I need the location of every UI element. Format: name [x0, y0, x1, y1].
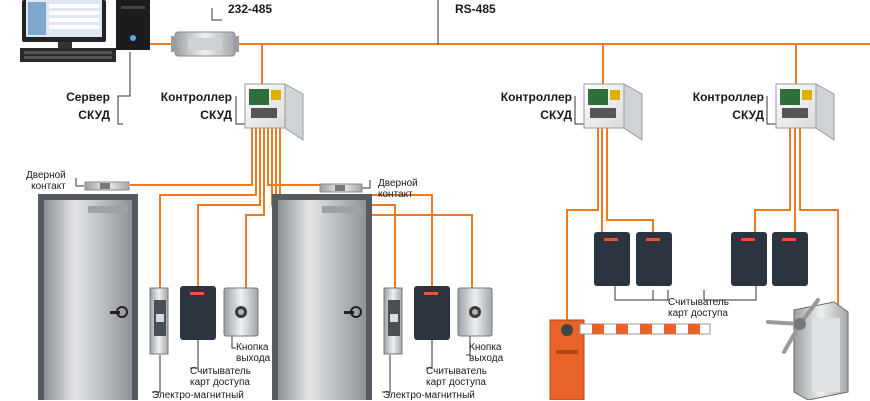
controller-label: Контроллер СКУД	[501, 88, 572, 124]
interface-converter	[171, 31, 239, 57]
card-reader-label-line1: Считыватель	[190, 366, 251, 377]
electromagnetic-lock	[149, 287, 169, 355]
controller-label: Контроллер СКУД	[161, 88, 232, 124]
tripod-turnstile	[766, 298, 849, 400]
door-contact-label-line2: контакт	[31, 181, 66, 192]
door	[38, 194, 138, 400]
controller-label-line2: СКУД	[540, 108, 572, 122]
door-contact-label-line1: Дверной	[378, 178, 418, 189]
exit-button-label-line1: Кнопка	[469, 342, 502, 353]
label-leaders	[75, 0, 776, 393]
server-label: Сервер СКУД	[66, 88, 110, 124]
server-workstation	[20, 0, 150, 62]
exit-button-device	[223, 287, 259, 337]
door-contact-sensor	[84, 181, 130, 191]
door	[272, 194, 372, 400]
card-reader-label: Считыватель карт доступа	[426, 366, 487, 388]
card-reader	[180, 286, 216, 340]
door-contact-label: Дверной контакт	[378, 178, 418, 200]
card-reader-label: Считыватель карт доступа	[668, 297, 729, 319]
lock-label: Электро-магнитный	[383, 390, 475, 401]
card-reader-label: Считыватель карт доступа	[190, 366, 251, 388]
parking-barrier	[549, 319, 711, 400]
controller-label-line1: Контроллер	[500, 90, 572, 104]
exit-button-device	[457, 287, 493, 337]
card-reader-label-line2: карт доступа	[668, 308, 728, 319]
exit-button-label: Кнопка выхода	[236, 342, 270, 364]
controller-box	[775, 83, 835, 141]
card-reader	[636, 232, 672, 286]
door-contact-label-line2: контакт	[378, 189, 413, 200]
controller-box	[244, 83, 304, 141]
server-label-line2: СКУД	[78, 108, 110, 122]
card-reader-label-line1: Считыватель	[426, 366, 487, 377]
controller-box	[583, 83, 643, 141]
controller-label: Контроллер СКУД	[693, 88, 764, 124]
card-reader-label-line2: карт доступа	[190, 377, 250, 388]
card-reader	[731, 232, 767, 286]
card-reader-label-line2: карт доступа	[426, 377, 486, 388]
controller-label-line1: Контроллер	[692, 90, 764, 104]
bus-label-rs485: RS-485	[455, 2, 496, 16]
door-contact-label: Дверной контакт	[26, 170, 66, 192]
exit-button-label: Кнопка выхода	[469, 342, 503, 364]
server-label-line1: Сервер	[66, 90, 110, 104]
card-reader	[772, 232, 808, 286]
card-reader-label-line1: Считыватель	[668, 297, 729, 308]
exit-button-label-line2: выхода	[236, 353, 271, 364]
lock-label: Электро-магнитный	[152, 390, 244, 401]
door-contact-sensor	[319, 183, 363, 193]
door-contact-label-line1: Дверной	[26, 170, 66, 181]
controller-label-line1: Контроллер	[160, 90, 232, 104]
exit-button-label-line1: Кнопка	[236, 342, 269, 353]
cable-network	[130, 43, 870, 320]
controller-label-line2: СКУД	[732, 108, 764, 122]
card-reader	[594, 232, 630, 286]
exit-button-label-line2: выхода	[469, 353, 504, 364]
controller-label-line2: СКУД	[200, 108, 232, 122]
electromagnetic-lock	[383, 287, 403, 355]
card-reader	[414, 286, 450, 340]
bus-label-232-485: 232-485	[228, 2, 273, 16]
